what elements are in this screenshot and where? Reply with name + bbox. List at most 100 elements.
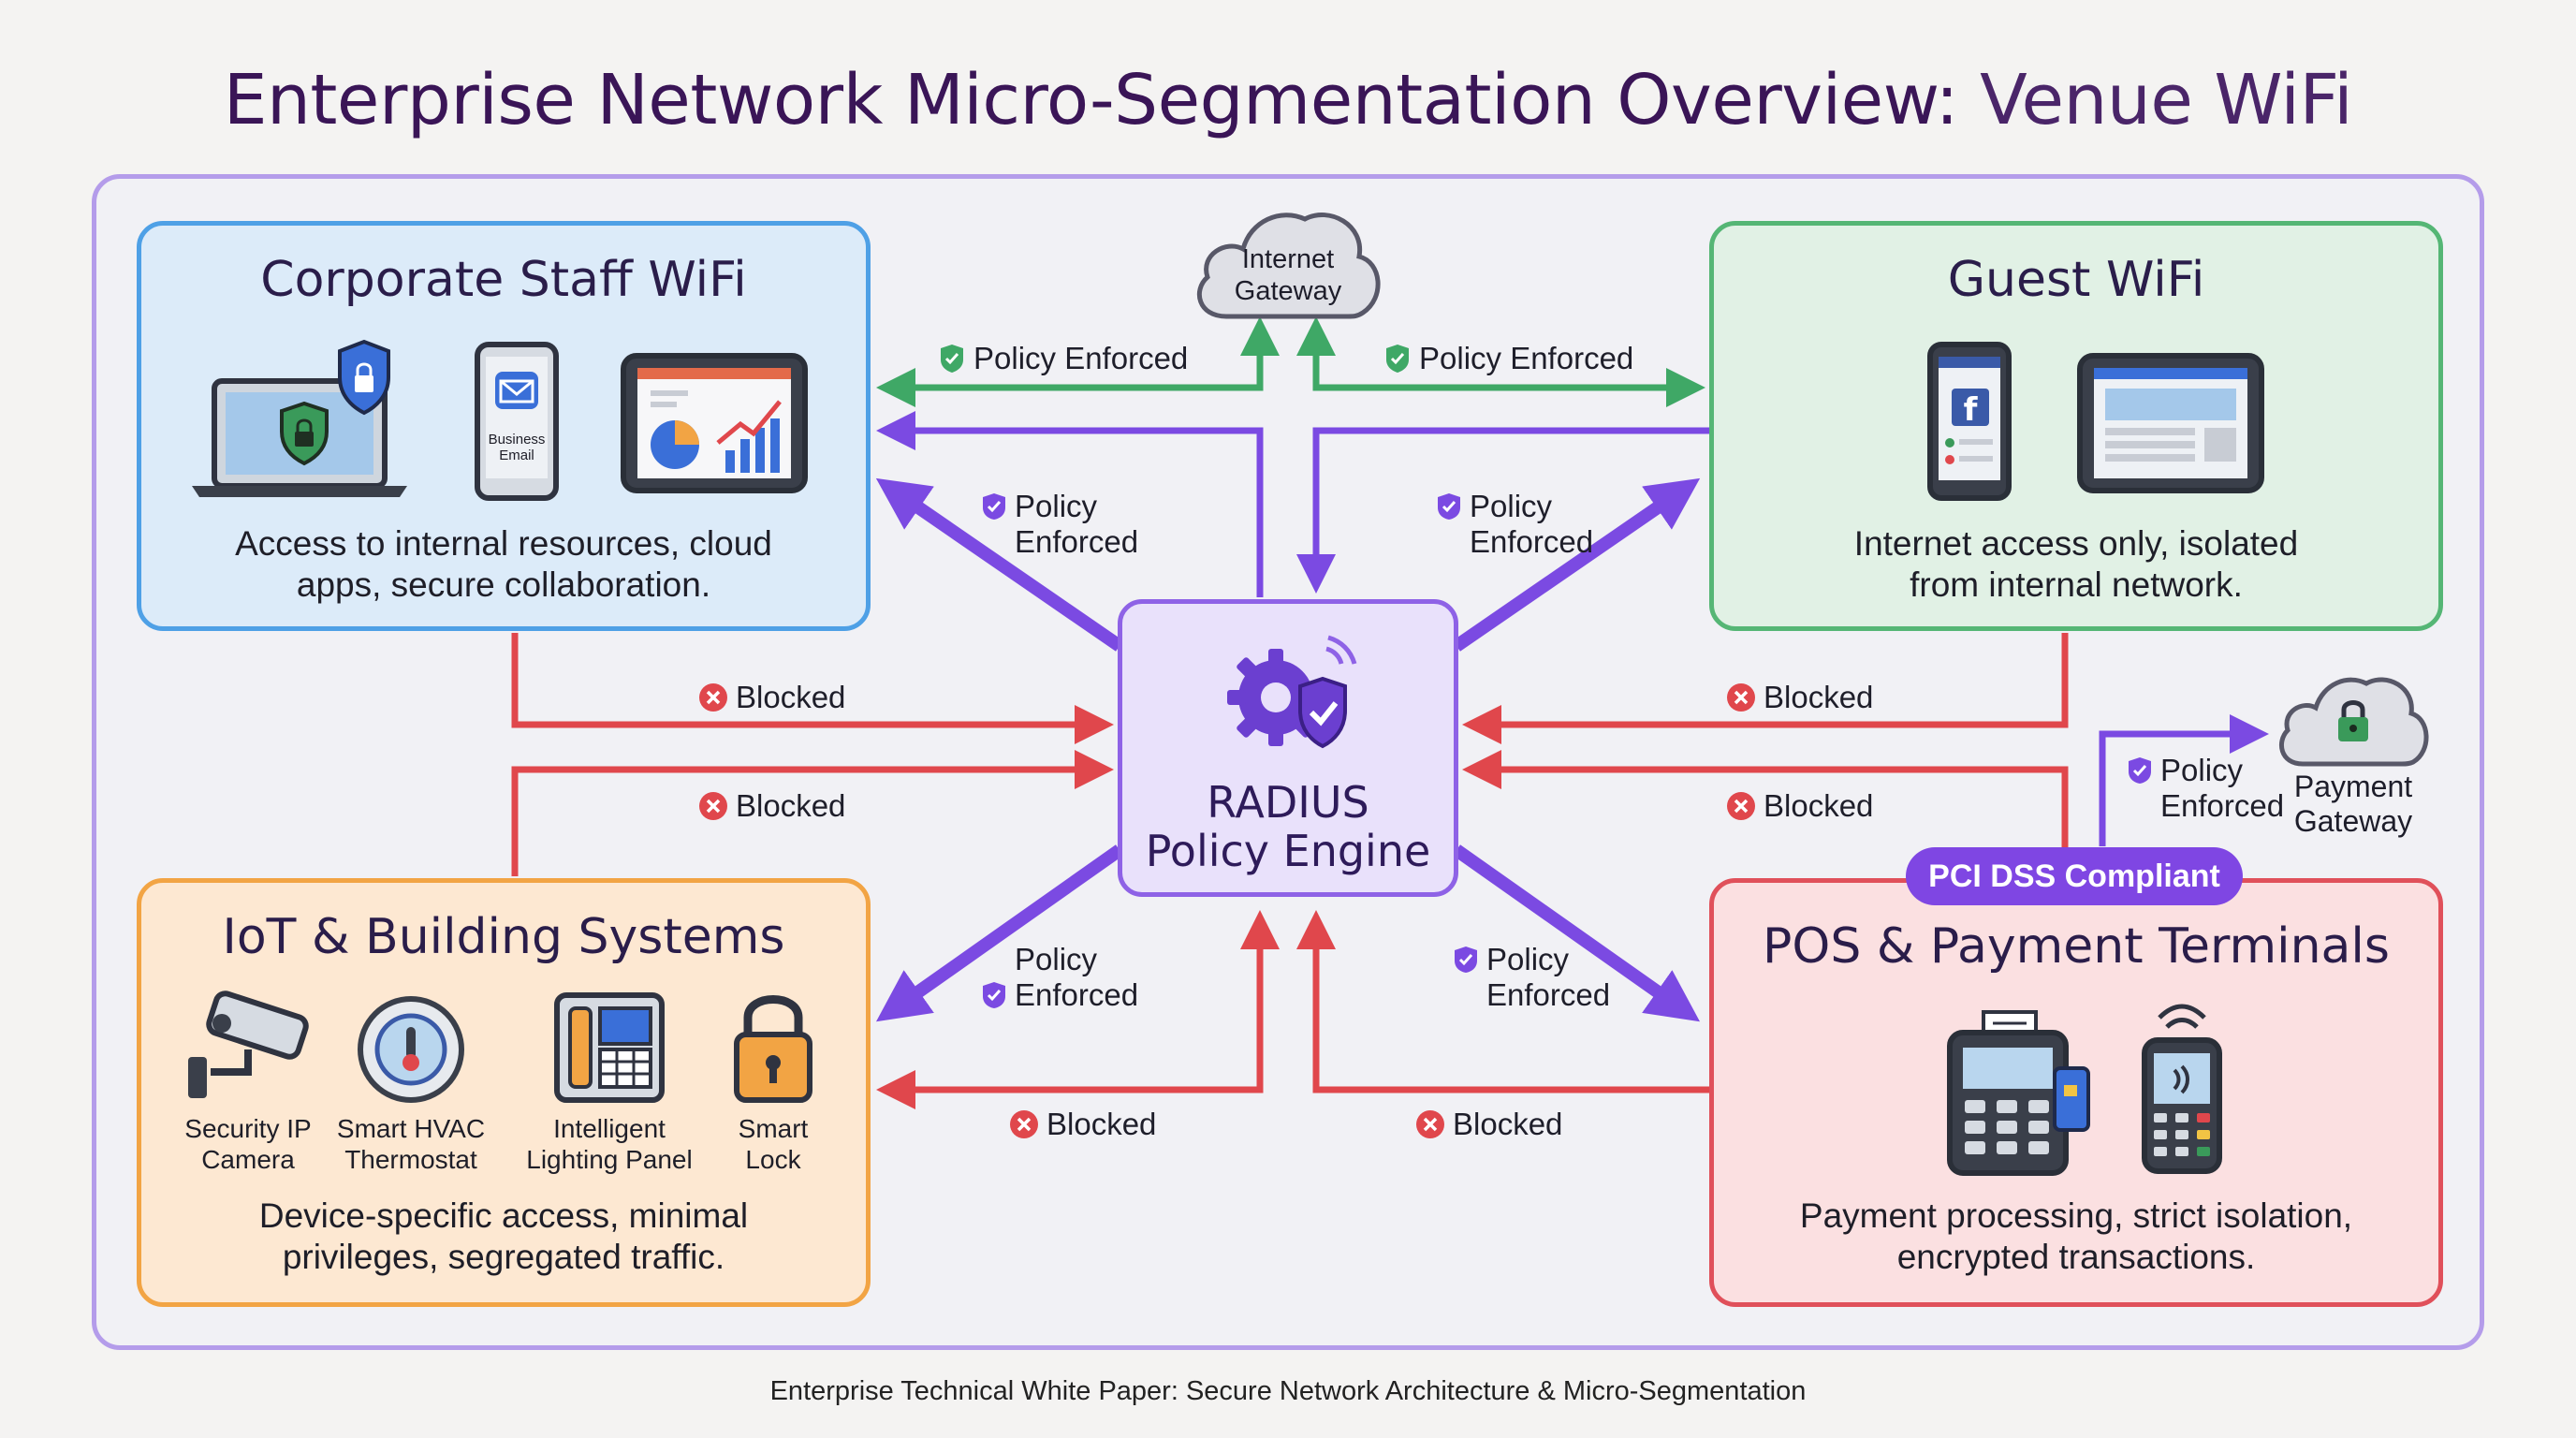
internet-cloud-icon (1196, 213, 1381, 319)
iot-zone-title: IoT & Building Systems (222, 909, 785, 965)
edge-label-line2: Enforced (1015, 524, 1139, 559)
device-caption-line2: Lighting Panel (526, 1145, 693, 1174)
business-email-caption-line1: Business (488, 432, 546, 448)
business-email-caption-line2: Email (499, 448, 534, 463)
edge-label-text: Blocked (1764, 788, 1874, 824)
device-caption-line2: Lock (745, 1145, 801, 1174)
edge-label-line2: Enforced (1015, 977, 1139, 1012)
edge-label-line1: Policy (1015, 489, 1098, 523)
corporate-zone-title: Corporate Staff WiFi (260, 252, 747, 308)
edge-label-line1: Policy (1015, 942, 1098, 976)
radius-label-line2: Policy Engine (1145, 826, 1431, 876)
edge-label-text: Blocked (1046, 1107, 1157, 1142)
business-email-phone-icon (475, 342, 559, 501)
edge-label-line1: Policy (2160, 753, 2244, 787)
blocked-x-icon (1416, 1110, 1444, 1139)
device-caption-lock: Smart Lock (710, 1113, 836, 1175)
blocked-x-icon (1727, 792, 1755, 821)
browser-tablet-icon (2077, 353, 2264, 493)
policy-gear-shield-icon (1227, 635, 1357, 749)
radius-iot-diagonal (875, 844, 1124, 1022)
pci-dss-badge: PCI DSS Compliant (1906, 847, 2243, 905)
edge-label-line2: Enforced (2160, 788, 2285, 823)
policy-shield-icon (983, 493, 1005, 520)
radius-label: RADIUS Policy Engine (1122, 778, 1454, 875)
blocked-x-icon (1010, 1110, 1038, 1139)
internet-gateway-line1: Internet (1241, 244, 1335, 274)
pos-desc-line1: Payment processing, strict isolation, (1799, 1196, 2353, 1235)
edge-label-text: Blocked (736, 680, 846, 715)
device-caption-line2: Camera (201, 1145, 295, 1174)
blocked-x-icon (699, 792, 727, 821)
footer-caption: Enterprise Technical White Paper: Secure… (769, 1376, 1807, 1406)
edge-label-pos-blocked: Blocked (1726, 786, 1873, 824)
zone-guest-wifi: Guest WiFi f Internet access only, isola… (1709, 221, 2443, 631)
edge-label-text: Policy Enforced (1419, 341, 1634, 376)
device-caption-line1: Smart HVAC (336, 1114, 486, 1143)
edge-label-corporate-blocked: Blocked (698, 678, 845, 715)
lighting-panel-icon (554, 992, 665, 1103)
payment-gateway-label: Payment Gateway (2269, 770, 2437, 839)
zone-corporate-staff-wifi: Corporate Staff WiFi Business Email (137, 221, 871, 631)
edge-label-line2: Enforced (1470, 524, 1594, 559)
pos-blocked-link (1462, 750, 2069, 876)
radius-label-line1: RADIUS (1207, 777, 1369, 828)
blocked-x-icon (699, 683, 727, 712)
page-title: Enterprise Network Micro-Segmentation Ov… (0, 58, 2576, 142)
radius-policy-engine: RADIUS Policy Engine (1118, 599, 1458, 897)
edge-label-text: Policy Enforced (973, 341, 1189, 376)
card-terminal-icon (1947, 1010, 2090, 1176)
policy-shield-icon (1455, 946, 1477, 973)
guest-blocked-link (1462, 633, 2069, 744)
payment-cloud-icon (2278, 677, 2429, 767)
page-title-sub: Venue WiFi (1980, 60, 2353, 140)
pos-desc-line2: encrypted transactions. (1896, 1238, 2256, 1276)
pos-payment-gateway-link (2099, 714, 2269, 846)
radius-corporate-diagonal (875, 477, 1123, 652)
device-caption-line1: Smart (738, 1114, 809, 1143)
edge-label-line2: Enforced (1486, 977, 1611, 1012)
radius-pos-diagonal (1452, 844, 1701, 1022)
radius-to-corporate-link (876, 411, 1264, 597)
radius-guest-diagonal (1453, 477, 1701, 652)
edge-label-guest-blocked: Blocked (1726, 678, 1873, 715)
contactless-terminal-icon (2142, 1004, 2222, 1174)
device-caption-thermostat: Smart HVAC Thermostat (319, 1113, 503, 1175)
policy-shield-icon (2129, 757, 2151, 784)
social-phone-icon: f (1927, 342, 2012, 501)
edge-label-line1: Policy (1486, 942, 1570, 976)
guest-to-radius-link (1296, 427, 1709, 594)
iot-zone-description: Device-specific access, minimal privileg… (141, 1196, 866, 1278)
corporate-desc-line1: Access to internal resources, cloud (235, 524, 772, 563)
guest-desc-line2: from internal network. (1910, 565, 2243, 604)
edge-label-text: Blocked (1453, 1107, 1563, 1142)
guest-desc-line1: Internet access only, isolated (1853, 524, 2299, 563)
pos-zone-description: Payment processing, strict isolation, en… (1714, 1196, 2438, 1278)
policy-check-shield-icon (941, 345, 963, 374)
svg-text:f: f (1964, 391, 1979, 429)
pos-radius-blocked-link (1296, 910, 1709, 1093)
policy-check-shield-icon (1386, 345, 1409, 374)
blocked-x-icon (1727, 683, 1755, 712)
edge-label-guest-internet: Policy Enforced (1383, 339, 1633, 376)
edge-label-line1: Policy (1470, 489, 1553, 523)
edge-label-radius-iot-blocked: Blocked (1009, 1105, 1156, 1142)
iot-blocked-link (511, 750, 1114, 876)
device-caption-line1: Intelligent (553, 1114, 666, 1143)
internet-gateway-line2: Gateway (1234, 276, 1342, 306)
analytics-tablet-icon (621, 353, 808, 493)
device-caption-camera: Security IP Camera (156, 1113, 340, 1175)
device-caption-line2: Thermostat (344, 1145, 477, 1174)
corporate-desc-line2: apps, secure collaboration. (296, 565, 711, 604)
camera-icon (188, 990, 309, 1098)
business-email-caption: Business Email (475, 432, 559, 463)
policy-shield-icon (1438, 493, 1460, 520)
payment-gateway-line2: Gateway (2293, 804, 2413, 838)
guest-zone-title: Guest WiFi (1947, 252, 2205, 308)
thermostat-icon (358, 996, 464, 1103)
corporate-blocked-link (511, 633, 1114, 744)
